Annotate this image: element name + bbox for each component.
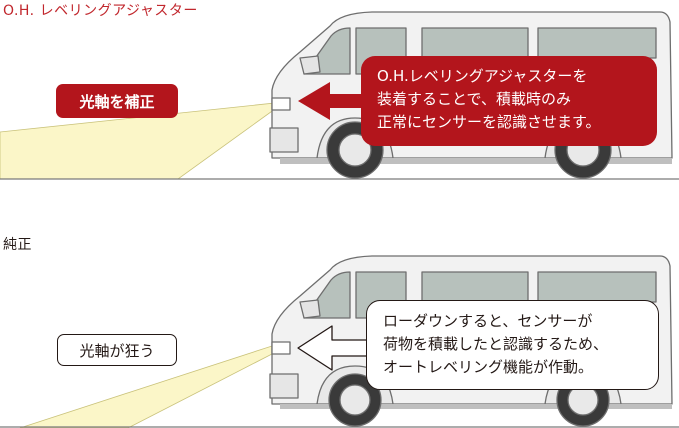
headlight: [271, 341, 291, 355]
headlight: [271, 97, 291, 111]
front-hub: [339, 384, 371, 416]
van-window-rear: [537, 27, 657, 59]
callout-line: ローダウンすると、センサーが: [383, 312, 593, 330]
van-mirror: [299, 55, 321, 75]
callout-line: 正常にセンサーを認識させます。: [377, 113, 601, 131]
callout-line: 装着することで、積載時のみ: [377, 90, 571, 108]
stock-heading: 純正: [3, 237, 32, 253]
adjuster-section: O.H. レベリングアジャスター 光軸を補正 O.H.レベリング: [0, 0, 679, 210]
van-window-middle: [421, 27, 529, 59]
front-hub: [338, 133, 372, 167]
headlight-beam: [0, 102, 276, 180]
left-arrow: [298, 82, 366, 120]
stock-callout: ローダウンすると、センサーが 荷物を積載したと認識するため、 オートレベリング機…: [366, 300, 659, 390]
callout-line: オートレベリング機能が作動。: [383, 358, 594, 376]
corrected-axis-label: 光軸を補正: [56, 84, 178, 118]
van-window-rear: [537, 271, 657, 303]
front-bumper: [269, 373, 299, 399]
callout-line: 荷物を積載したと認識するため、: [383, 335, 609, 353]
misaligned-axis-label: 光軸が狂う: [57, 334, 177, 366]
stock-section: 純正 光軸が狂う ローダウンすると、センサーが 荷物を積: [0, 214, 679, 428]
underbody: [280, 158, 672, 164]
callout-line: O.H.レベリングアジャスターを: [377, 67, 588, 85]
van-window-middle: [421, 271, 529, 303]
underbody: [280, 404, 672, 409]
adjuster-callout: O.H.レベリングアジャスターを 装着することで、積載時のみ 正常にセンサーを認…: [361, 56, 657, 146]
van-mirror: [299, 299, 321, 319]
adjuster-heading: O.H. レベリングアジャスター: [3, 3, 198, 19]
front-bumper: [269, 127, 299, 153]
